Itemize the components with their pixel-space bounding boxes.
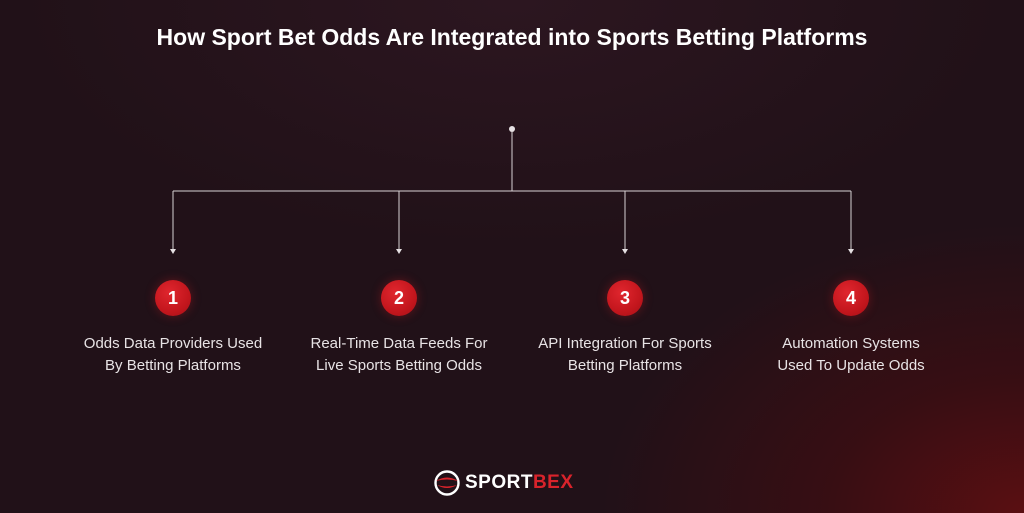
step-1-badge: 1: [155, 280, 191, 316]
diagram-title: How Sport Bet Odds Are Integrated into S…: [156, 24, 868, 50]
sportbex-wordmark: SPORTBEX: [465, 472, 574, 494]
arrow-down-icon: [396, 249, 402, 254]
step-3-label: API Integration For Sports Betting Platf…: [510, 333, 740, 377]
step-2-label-line-2: Live Sports Betting Odds: [316, 357, 482, 374]
branch-1: [170, 191, 176, 254]
step-2-label: Real-Time Data Feeds For Live Sports Bet…: [284, 333, 514, 377]
wordmark-sport: SPORT: [465, 472, 533, 493]
step-4-label-line-1: Automation Systems: [782, 335, 920, 352]
step-4-label: Automation Systems Used To Update Odds: [736, 333, 966, 377]
step-1-label-line-1: Odds Data Providers Used: [83, 335, 263, 352]
step-3-label-line-2: Betting Platforms: [567, 357, 683, 374]
step-3-label-line-1: API Integration For Sports: [538, 335, 712, 352]
branch-2: [396, 191, 402, 254]
arrow-down-icon: [622, 249, 628, 254]
sportbex-logo-mark-icon: [434, 470, 460, 496]
step-3-badge: 3: [607, 280, 643, 316]
step-4-label-line-2: Used To Update Odds: [777, 357, 925, 374]
wordmark-bex: BEX: [532, 472, 574, 493]
step-2-label-line-1: Real-Time Data Feeds For: [310, 335, 488, 352]
step-1-label: Odds Data Providers Used By Betting Plat…: [58, 333, 288, 377]
sportbex-logo: SPORTBEX: [433, 469, 574, 497]
step-2-badge: 2: [381, 280, 417, 316]
arrow-down-icon: [170, 249, 176, 254]
branch-3: [622, 191, 628, 254]
arrow-down-icon: [848, 249, 854, 254]
root-node-dot: [509, 126, 515, 132]
branch-4: [848, 191, 854, 254]
step-4-badge: 4: [833, 280, 869, 316]
step-1-label-line-2: By Betting Platforms: [105, 357, 241, 374]
